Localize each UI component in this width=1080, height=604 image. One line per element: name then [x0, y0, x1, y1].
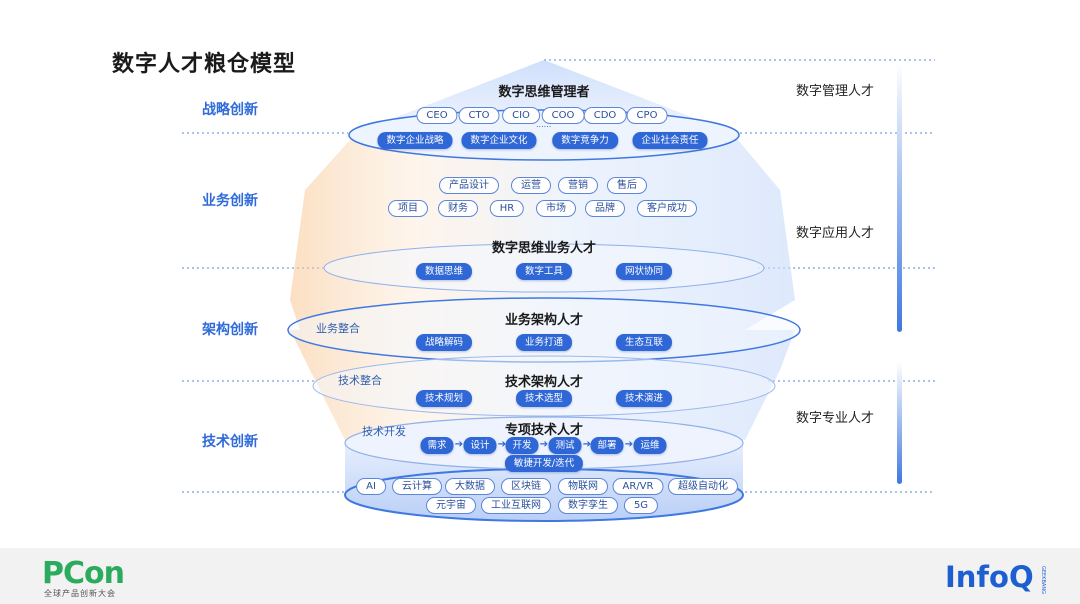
business-tag: 营销 [558, 177, 598, 194]
bar-management-application [897, 62, 902, 332]
business-tag: 财务 [438, 200, 478, 217]
label-digital-management-talent: 数字管理人才 [796, 84, 875, 99]
business-tag: 运营 [511, 177, 551, 194]
strategy-chip: 数字企业战略 [377, 132, 453, 149]
infoq-tagline: GEEKBANG [1040, 566, 1046, 594]
business-architecture-chip: 业务打通 [515, 334, 573, 351]
business-architecture-chip: 战略解码 [415, 334, 473, 351]
bar-professional [897, 362, 902, 484]
business-tag: 市场 [536, 200, 576, 217]
role-chip: CPO [626, 107, 668, 124]
label-architecture-innovation: 架构创新 [202, 322, 258, 338]
tech-architecture-chip: 技术演进 [615, 390, 673, 407]
strategy-chip: 数字企业文化 [461, 132, 537, 149]
label-digital-professional-talent: 数字专业人才 [796, 411, 875, 426]
business-tag: 客户成功 [637, 200, 697, 217]
tech-tag: 工业互联网 [481, 497, 551, 514]
tech-tag: 物联网 [558, 478, 608, 495]
arrow-right-icon: ➔ [539, 439, 549, 450]
tech-tag: AR/VR [612, 478, 664, 495]
role-chip: CDO [583, 107, 627, 124]
tech-tag: 元宇宙 [426, 497, 476, 514]
business-architecture-title: 业务架构人才 [504, 313, 584, 328]
pcon-logo: PCon [42, 556, 125, 591]
business-talent-chip: 数字工具 [515, 263, 573, 280]
agile-chip: 敏捷开发/迭代 [504, 455, 584, 472]
pcon-subtitle: 全球产品创新大会 [44, 589, 116, 598]
tech-tag: 区块链 [501, 478, 551, 495]
business-tag: HR [489, 200, 525, 217]
role-chip: CTO [458, 107, 500, 124]
arrow-right-icon: ➔ [497, 439, 507, 450]
business-architecture-chip: 生态互联 [615, 334, 673, 351]
tech-development-label: 技术开发 [362, 425, 406, 438]
tech-tag: 数字孪生 [558, 497, 618, 514]
business-talent-title: 数字思维业务人才 [491, 241, 597, 256]
infoq-logo: InfoQ [945, 560, 1034, 594]
business-talent-chip: 数据思维 [415, 263, 473, 280]
flow-step: 测试 [548, 437, 582, 454]
tech-tag: 5G [623, 497, 659, 514]
label-business-innovation: 业务创新 [202, 193, 258, 209]
business-tag: 售后 [607, 177, 647, 194]
footer-bar [0, 548, 1080, 604]
business-tag: 产品设计 [439, 177, 499, 194]
business-integration-label: 业务整合 [316, 322, 360, 335]
tech-architecture-chip: 技术规划 [415, 390, 473, 407]
arrow-right-icon: ➔ [582, 439, 592, 450]
strategy-title: 数字思维管理者 [498, 85, 590, 100]
tech-architecture-title: 技术架构人才 [504, 375, 584, 390]
flow-step: 开发 [505, 437, 539, 454]
specialist-title: 专项技术人才 [504, 423, 584, 438]
business-talent-chip: 网状协同 [615, 263, 673, 280]
business-tag: 项目 [388, 200, 428, 217]
flow-step: 运维 [633, 437, 667, 454]
strategy-chip: 企业社会责任 [632, 132, 708, 149]
tech-tag: 大数据 [445, 478, 495, 495]
arrow-right-icon: ➔ [624, 439, 634, 450]
label-strategy-innovation: 战略创新 [202, 102, 258, 118]
tech-tag: AI [356, 478, 386, 495]
arrow-right-icon: ➔ [454, 439, 464, 450]
tech-tag: 云计算 [392, 478, 442, 495]
role-chip: CIO [502, 107, 540, 124]
tech-architecture-chip: 技术选型 [515, 390, 573, 407]
business-tag: 品牌 [585, 200, 625, 217]
flow-step: 需求 [420, 437, 454, 454]
tech-tag: 超级自动化 [668, 478, 738, 495]
flow-step: 设计 [463, 437, 497, 454]
flow-step: 部署 [590, 437, 624, 454]
tech-integration-label: 技术整合 [338, 374, 382, 387]
label-digital-application-talent: 数字应用人才 [796, 226, 875, 241]
page-title: 数字人才粮仓模型 [112, 52, 297, 77]
strategy-chip: 数字竞争力 [552, 132, 618, 149]
role-chip: CEO [416, 107, 458, 124]
label-tech-innovation: 技术创新 [202, 434, 258, 450]
roles-ellipsis: ...... [536, 120, 552, 129]
